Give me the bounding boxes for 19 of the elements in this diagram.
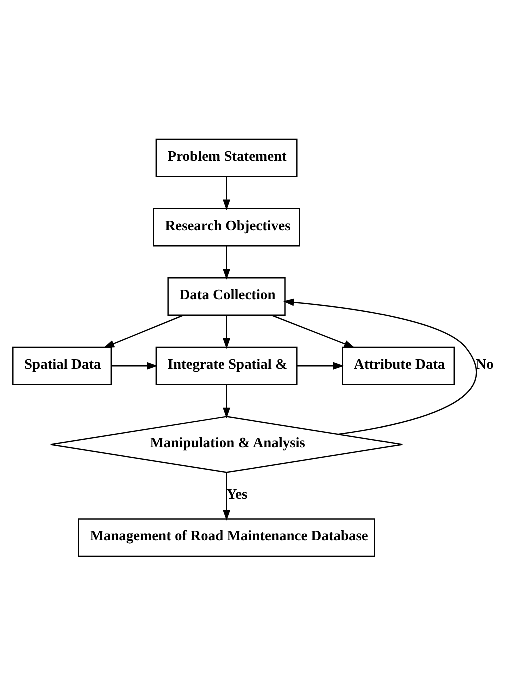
arrow <box>222 473 230 521</box>
arrow <box>282 298 476 436</box>
node-box: Attribute Data <box>342 346 455 386</box>
arrow <box>222 384 230 419</box>
arrow <box>271 314 355 348</box>
node-box: Spatial Data <box>12 346 112 386</box>
arrow <box>296 362 344 370</box>
arrow <box>103 314 184 348</box>
node-box: Problem Statement <box>155 138 298 178</box>
arrow <box>222 246 230 280</box>
arrow <box>110 362 158 370</box>
node-box: Integrate Spatial & <box>155 346 298 386</box>
node-diamond: Manipulation & Analysis <box>50 416 403 474</box>
arrow <box>222 176 230 211</box>
node-box: Research Objectives <box>152 208 300 247</box>
node-box: Data Collection <box>167 278 286 316</box>
edge-label: No <box>476 356 494 373</box>
node-box: Management of Road Maintenance Database <box>78 518 375 558</box>
arrow <box>222 316 230 350</box>
